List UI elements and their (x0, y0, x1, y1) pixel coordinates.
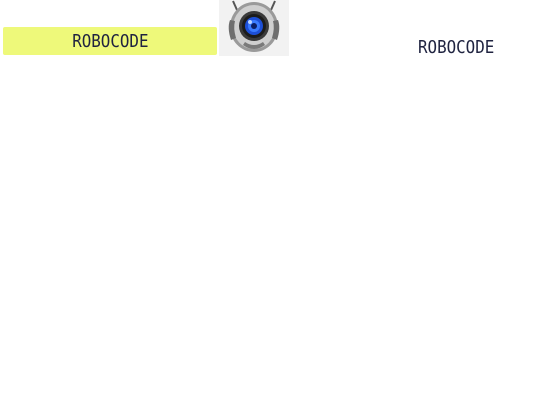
page-title: ROBOCODE (418, 37, 495, 58)
banner-label: ROBOCODE (71, 30, 149, 52)
robot-head-icon (219, 0, 289, 56)
robocode-banner-button[interactable]: ROBOCODE (3, 27, 217, 55)
